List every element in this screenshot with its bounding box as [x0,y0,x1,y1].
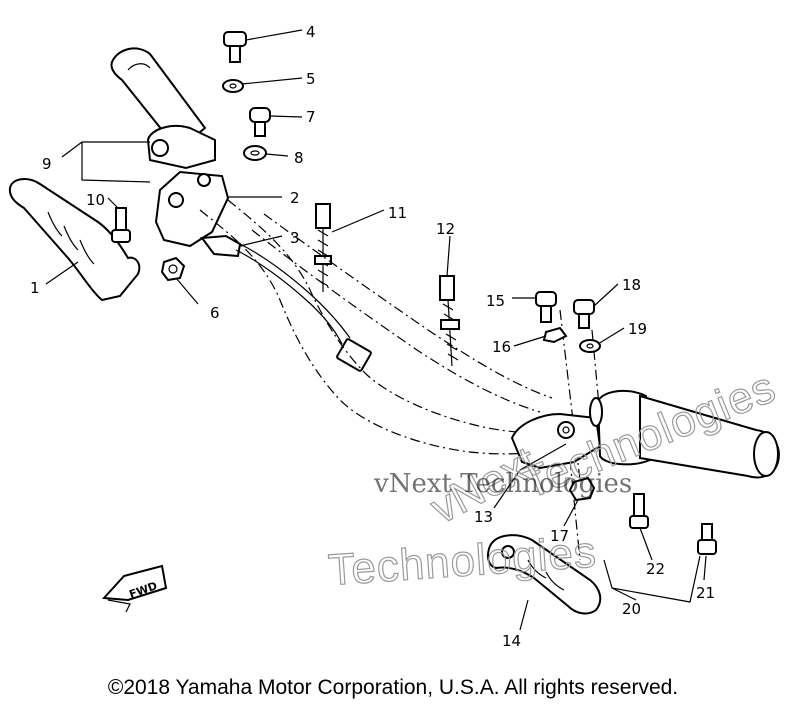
watermark: vNext Technologies vNext Technologies Te… [326,362,783,596]
callout-15: 15 [486,292,505,310]
callout-3: 3 [290,229,300,247]
washer-16 [542,326,568,344]
callout-11: 11 [388,204,407,222]
callout-12: 12 [436,220,455,238]
fwd-direction-arrow: FWD [101,564,168,613]
callout-20: 20 [622,600,641,618]
right-grip [589,389,780,479]
callout-1: 1 [30,279,40,297]
washer-19 [579,339,601,353]
handlebar-exploded-diagram: FWD 1 2 3 4 5 6 7 8 9 10 1 [8,23,783,650]
callout-13: 13 [474,508,493,526]
nut-8 [243,145,267,161]
callout-6: 6 [210,304,220,322]
watermark-vnext-technologies: vNext Technologies [373,469,632,499]
left-clutch-lever [8,178,141,302]
handlebar-outline [199,199,605,561]
callout-18: 18 [622,276,641,294]
callout-19: 19 [628,320,647,338]
callout-22: 22 [646,560,665,578]
callout-7: 7 [306,108,316,126]
bolt-18 [573,299,595,329]
callout-4: 4 [306,23,316,41]
copyright-notice: ©2018 Yamaha Motor Corporation, U.S.A. A… [107,676,679,699]
callout-numbers: 1 2 3 4 5 6 7 8 9 10 11 12 13 14 15 16 1… [30,23,715,650]
bolt-7 [249,107,271,137]
callout-10: 10 [86,191,105,209]
bolt-21 [697,523,717,555]
nut-17 [568,476,596,502]
bolt-4 [223,31,247,63]
callout-17: 17 [550,527,569,545]
callout-8: 8 [294,149,304,167]
callout-9: 9 [42,155,52,173]
cable-strap-12 [439,275,460,367]
callout-2: 2 [290,189,300,207]
right-brake-lever [487,534,602,615]
callout-16: 16 [492,338,511,356]
callout-5: 5 [306,70,316,88]
left-lever-holder [146,124,230,248]
switch-3-and-cable [200,234,372,372]
right-lever-holder [510,412,602,470]
bolt-15 [535,291,557,323]
nut-6 [160,256,186,282]
bolt-10 [111,207,131,243]
cable-strap-11 [314,203,332,292]
callout-21: 21 [696,584,715,602]
bolt-22 [629,493,649,529]
washer-5 [222,79,244,93]
callout-14: 14 [502,632,521,650]
leader-lines [45,29,707,631]
